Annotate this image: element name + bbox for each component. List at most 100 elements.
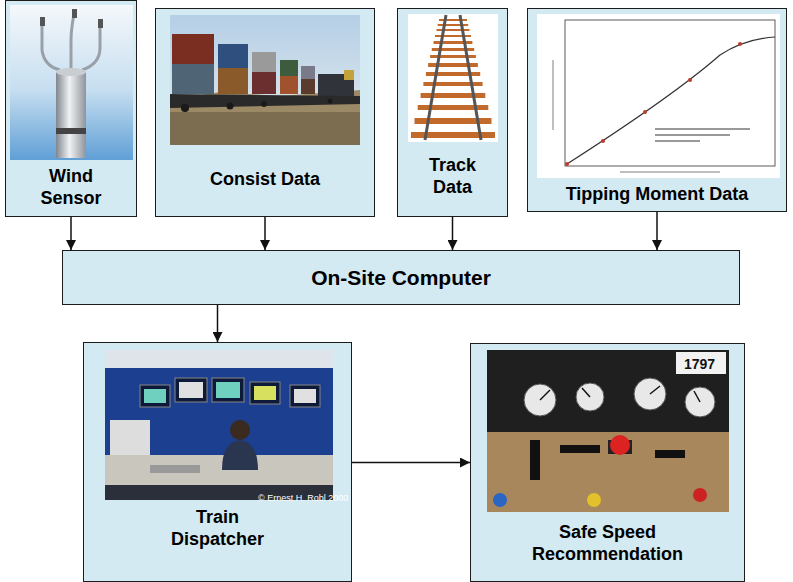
connector-arrow (264, 217, 266, 250)
photo-ground (408, 14, 498, 142)
tie (415, 118, 492, 124)
person-head (230, 420, 250, 440)
tie (423, 82, 482, 86)
data-point (643, 110, 647, 114)
dispatcher-photo (105, 350, 333, 500)
photo-sky (170, 15, 360, 145)
tie (432, 48, 474, 51)
prong-tip (72, 9, 77, 18)
gauge (524, 384, 556, 416)
photo-ground (487, 350, 729, 512)
wheel (227, 103, 234, 110)
wheel (328, 99, 333, 104)
container (218, 44, 248, 68)
tipping-chart (537, 14, 780, 178)
container (172, 34, 214, 64)
tie (421, 93, 486, 98)
number-plate (676, 352, 726, 374)
needle (650, 386, 660, 394)
ground (170, 112, 360, 145)
keyboard (150, 465, 200, 473)
knob (587, 493, 601, 507)
box-label: Track Data (413, 155, 493, 198)
gauge (576, 383, 604, 411)
prong-tip (40, 17, 45, 26)
locomotive-cab (344, 70, 354, 80)
screen (294, 389, 316, 403)
tie (411, 132, 495, 138)
equation-mark (655, 128, 750, 130)
data-point (738, 42, 742, 46)
tie (437, 29, 470, 31)
needle (540, 390, 550, 400)
data-point (688, 78, 692, 82)
tie (438, 24, 469, 26)
wheel (181, 104, 189, 112)
tie (430, 55, 476, 58)
connector-arrow (217, 305, 219, 342)
box-label: Safe Speed Recommendation (503, 522, 713, 565)
connector-arrow (70, 217, 72, 250)
connector-arrow (656, 212, 658, 250)
box-label: Wind Sensor (26, 166, 116, 209)
tie (439, 19, 467, 21)
consist-photo (170, 15, 360, 145)
prong-tip (98, 19, 103, 28)
rail (425, 15, 446, 140)
axis-title-mark (620, 171, 720, 173)
desk (105, 455, 333, 485)
rail (460, 15, 481, 140)
wheel (261, 101, 267, 107)
tie (428, 63, 478, 67)
screen (179, 382, 203, 398)
tie (434, 41, 473, 44)
box-label: Consist Data (165, 169, 365, 191)
track-picture (408, 14, 498, 142)
sensor-body (56, 72, 86, 158)
knob (693, 488, 707, 502)
screen (144, 389, 166, 403)
gauge (634, 378, 666, 410)
hills (170, 90, 360, 145)
photo-ground (105, 350, 333, 500)
monitor (212, 378, 244, 402)
connector-arrow (352, 462, 470, 464)
crt (110, 420, 150, 455)
sensor-prong (42, 22, 60, 70)
monitor (140, 385, 170, 407)
tie (426, 72, 480, 76)
floor (105, 485, 333, 500)
equation-mark (655, 140, 700, 142)
data-point (601, 139, 605, 143)
underframe (170, 94, 360, 108)
label-holder: 1797 (684, 355, 715, 373)
photo-ground (10, 5, 133, 160)
container (280, 76, 298, 94)
tie (418, 105, 489, 110)
chart-ground (537, 14, 780, 178)
screen (216, 382, 240, 398)
connector-arrow (452, 217, 454, 250)
monitor (290, 385, 320, 407)
lever (655, 450, 685, 458)
cab-number: 1797 (684, 356, 715, 372)
wind-sensor-photo (10, 5, 133, 160)
container (301, 66, 315, 79)
box-label: On-Site Computer (101, 265, 701, 290)
person (222, 440, 258, 470)
console (487, 432, 729, 512)
data-curve (567, 37, 775, 164)
screen (254, 386, 276, 400)
data-point (565, 162, 569, 166)
watermark: © Ernest H. Robl 2000 (258, 493, 348, 503)
cab-photo (487, 350, 729, 512)
tie (435, 35, 471, 37)
container (301, 79, 315, 94)
axis-title-mark (552, 60, 554, 130)
sensor-prong (71, 14, 74, 68)
sensor-band (56, 128, 86, 134)
knob (493, 493, 507, 507)
monitor (175, 378, 207, 402)
